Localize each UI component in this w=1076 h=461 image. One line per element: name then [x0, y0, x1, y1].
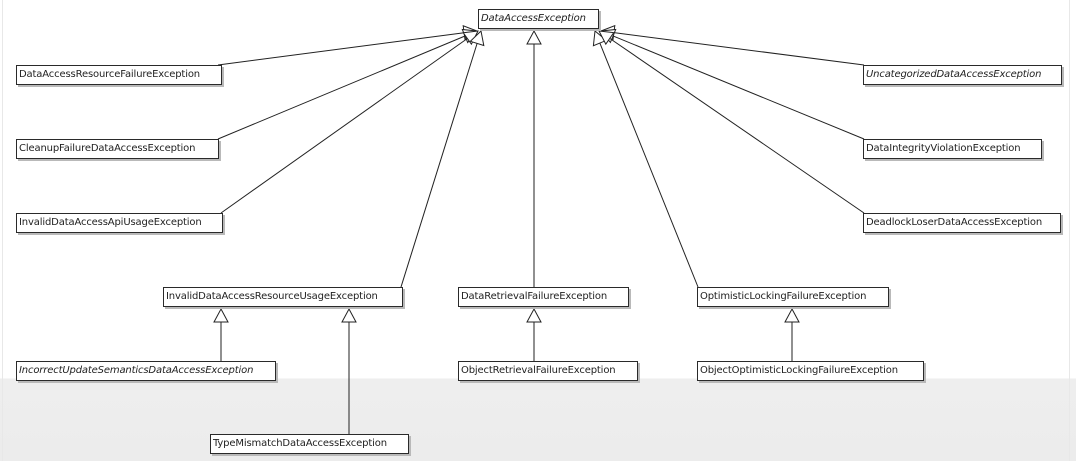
edge-deadlock-loser-to-root: [609, 37, 865, 214]
edge-uncategorized-to-root: [613, 32, 865, 66]
class-node-resource-failure: DataAccessResourceFailureException: [16, 65, 222, 85]
inheritance-arrowhead-icon: [469, 29, 485, 47]
class-node-object-optimistic: ObjectOptimisticLockingFailureException: [697, 361, 924, 381]
class-node-deadlock-loser: DeadlockLoserDataAccessException: [863, 213, 1061, 233]
inheritance-arrowhead-icon: [526, 29, 542, 45]
class-node-resource-usage: InvalidDataAccessResourceUsageException: [163, 287, 403, 307]
class-node-cleanup-failure: CleanupFailureDataAccessException: [16, 139, 219, 159]
class-node-incorrect-update: IncorrectUpdateSemanticsDataAccessExcept…: [16, 361, 276, 381]
inheritance-arrowhead-icon: [592, 30, 608, 47]
class-node-type-mismatch: TypeMismatchDataAccessException: [210, 434, 409, 454]
inheritance-arrowhead-icon: [598, 30, 615, 46]
inheritance-arrowhead-icon: [341, 307, 357, 323]
class-node-api-usage: InvalidDataAccessApiUsageException: [16, 213, 223, 233]
edge-integrity-violation-to-root: [612, 35, 865, 140]
class-node-root: DataAccessException: [478, 9, 599, 29]
class-node-uncategorized: UncategorizedDataAccessException: [863, 65, 1062, 85]
edge-resource-failure-to-root: [217, 32, 465, 66]
edge-api-usage-to-root: [220, 38, 468, 214]
edge-cleanup-failure-to-root: [217, 35, 466, 140]
class-node-optimistic-locking: OptimisticLockingFailureException: [697, 287, 889, 307]
left-border: [2, 0, 3, 461]
inheritance-arrowhead-icon: [784, 307, 800, 323]
edge-resource-usage-to-root: [400, 43, 478, 288]
class-node-retrieval-failure: DataRetrievalFailureException: [458, 287, 629, 307]
edge-optimistic-locking-to-root: [599, 42, 699, 288]
inheritance-arrowhead-icon: [526, 307, 542, 323]
right-border: [1069, 0, 1070, 461]
class-node-object-retrieval: ObjectRetrievalFailureException: [458, 361, 638, 381]
inheritance-arrowhead-icon: [213, 307, 229, 323]
class-node-integrity-violation: DataIntegrityViolationException: [863, 139, 1042, 159]
